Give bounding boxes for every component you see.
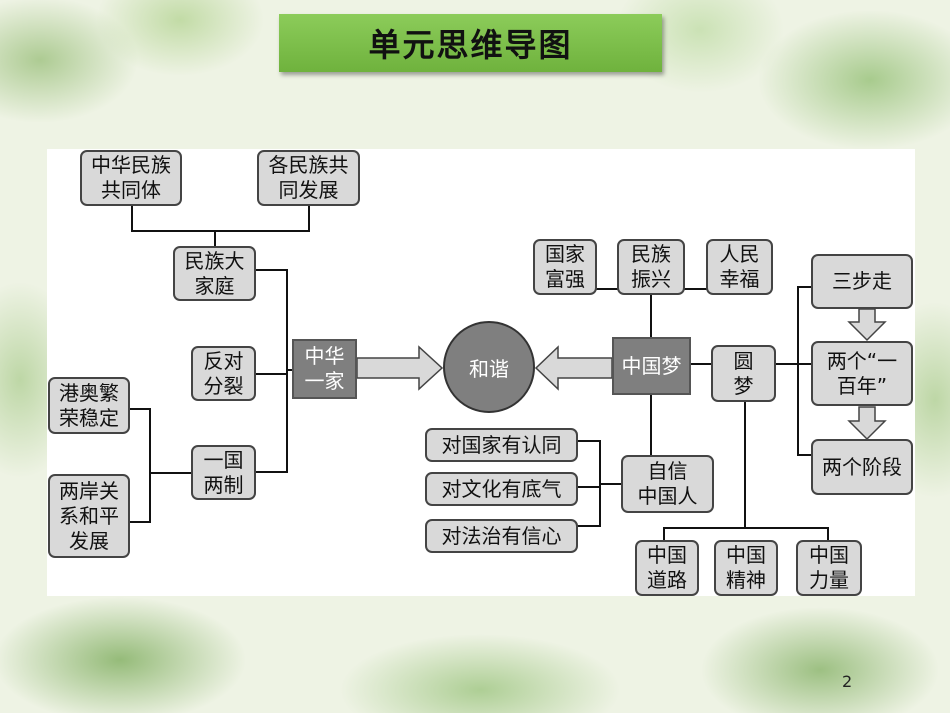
step-arrow-down <box>847 406 887 441</box>
connector <box>599 483 621 485</box>
node-fandui-fenlie: 反对 分裂 <box>191 346 256 401</box>
connector <box>131 230 310 232</box>
node-wenhua-didi: 对文化有底气 <box>425 472 578 506</box>
connector <box>797 363 811 365</box>
connector <box>577 440 601 442</box>
hub-zhonghua-yijia: 中华 一家 <box>292 339 357 399</box>
connector <box>129 408 151 410</box>
connector <box>577 525 601 527</box>
connector <box>663 527 829 529</box>
connector <box>256 269 287 271</box>
node-ge-minzu: 各民族共 同发展 <box>257 150 360 206</box>
node-zhongguo-liliang: 中国 力量 <box>796 540 862 596</box>
page-title: 单元思维导图 <box>368 26 573 64</box>
node-zhonghua-minzu: 中华民族 共同体 <box>80 150 182 206</box>
connector <box>256 471 287 473</box>
connector <box>308 204 310 231</box>
node-fazhi-xinxin: 对法治有信心 <box>425 519 578 553</box>
node-zhongguo-daolu: 中国 道路 <box>635 540 699 596</box>
node-guojia-fuqiang: 国家 富强 <box>533 239 597 295</box>
hub-zhongguo-meng: 中国梦 <box>612 337 691 395</box>
mind-map-panel: 中华民族 共同体 各民族共 同发展 民族大 家庭 反对 分裂 一国 两制 港奥繁… <box>47 149 915 596</box>
connector <box>650 267 652 337</box>
node-renmin-xingfu: 人民 幸福 <box>706 239 773 295</box>
node-zixin-zhongguoren: 自信 中国人 <box>621 455 714 513</box>
node-liangge-yibainian: 两个“一 百年” <box>811 341 913 406</box>
arrow-to-center-right <box>534 345 613 391</box>
connector <box>149 408 151 523</box>
connector <box>689 363 713 365</box>
node-zhongguo-jingshen: 中国 精神 <box>714 540 778 596</box>
connector <box>663 527 665 542</box>
node-gangao: 港奥繁 荣稳定 <box>48 377 130 434</box>
step-arrow-down <box>847 308 887 342</box>
connector <box>650 395 652 455</box>
arrow-to-center-left <box>356 345 444 391</box>
connector <box>774 363 799 365</box>
connector <box>129 521 151 523</box>
page-number: 2 <box>842 672 853 691</box>
connector <box>797 454 811 456</box>
connector <box>286 269 288 473</box>
connector <box>214 230 216 248</box>
connector <box>256 373 287 375</box>
node-sanbuzou: 三步走 <box>811 254 913 309</box>
connector <box>797 286 799 456</box>
node-minzu-dajiating: 民族大 家庭 <box>173 246 256 301</box>
connector <box>797 286 811 288</box>
connector <box>744 389 746 529</box>
node-guojia-rentong: 对国家有认同 <box>425 428 578 462</box>
connector <box>286 369 292 371</box>
title-banner: 单元思维导图 <box>279 14 662 72</box>
node-liangge-jieduan: 两个阶段 <box>811 439 913 495</box>
center-hexie: 和谐 <box>443 321 535 413</box>
connector <box>131 204 133 231</box>
node-minzu-zhenxing: 民族 振兴 <box>617 239 685 295</box>
node-liangan: 两岸关 系和平 发展 <box>48 474 130 558</box>
connector <box>577 486 601 488</box>
connector <box>149 472 191 474</box>
node-yiguo-liangzhi: 一国 两制 <box>191 445 256 500</box>
node-yuan-meng: 圆 梦 <box>711 345 776 402</box>
arrow-layer <box>356 308 887 441</box>
connector <box>827 527 829 542</box>
